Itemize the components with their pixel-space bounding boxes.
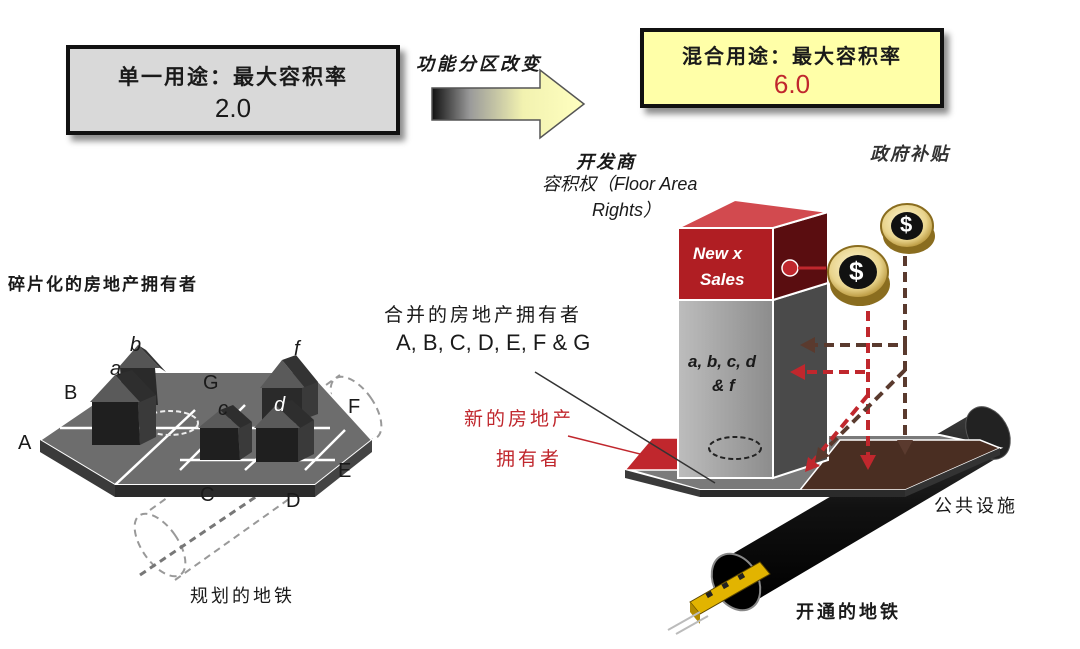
- opened-subway-label: 开通的地铁: [796, 602, 901, 623]
- merged-owners-list: A, B, C, D, E, F & G: [396, 330, 591, 355]
- parcel-label-G: G: [203, 372, 219, 394]
- public-facility-label: 公共设施: [934, 496, 1018, 517]
- tower-sign-line1: New x: [693, 244, 743, 263]
- house-label-b: b: [130, 334, 142, 356]
- fragmented-parcels-scene: [38, 345, 383, 581]
- government-subsidy-label: 政府补贴: [870, 144, 950, 165]
- single-use-far-box: 单一用途：最大容积率 2.0: [66, 45, 400, 135]
- single-use-far-title: 单一用途：最大容积率: [118, 65, 348, 89]
- parcel-label-C: C: [200, 484, 215, 506]
- developer-title: 开发商: [576, 152, 636, 173]
- parcel-label-F: F: [348, 396, 361, 418]
- developer-far-rights-2: Rights）: [592, 200, 662, 220]
- parcel-label-D: D: [286, 490, 301, 512]
- coin-small-symbol: $: [900, 212, 913, 237]
- zoning-change-arrow: [431, 68, 586, 140]
- house-c: [198, 405, 252, 460]
- tower-sign-line2: Sales: [700, 270, 745, 289]
- tower-owners-line2: & f: [712, 376, 735, 395]
- single-use-far-value: 2.0: [214, 93, 252, 123]
- house-label-f: f: [294, 338, 300, 360]
- developer-far-rights-1: 容积权（Floor Area: [542, 174, 698, 194]
- parcel-label-B: B: [64, 382, 78, 404]
- coin-large: [827, 245, 890, 306]
- house-label-d: d: [274, 394, 286, 416]
- subsidy-arrowheads: [790, 337, 913, 472]
- parcel-label-A: A: [18, 432, 32, 454]
- house-label-a: a: [110, 358, 122, 380]
- merged-development-scene: [534, 198, 1011, 635]
- tower: [677, 198, 829, 480]
- coin-small: [880, 203, 935, 254]
- fragmented-owners-label: 碎片化的房地产拥有者: [8, 275, 198, 295]
- planned-subway-label: 规划的地铁: [190, 586, 295, 607]
- mixed-use-far-title: 混合用途：最大容积率: [682, 44, 902, 68]
- mixed-use-far-value: 6.0: [773, 69, 811, 99]
- house-a: [90, 370, 156, 445]
- new-owner-label-2: 拥有者: [496, 448, 563, 470]
- coin-large-symbol: $: [849, 256, 864, 286]
- merged-owners-label: 合并的房地产拥有者: [384, 304, 583, 326]
- parcel-label-E: E: [338, 460, 352, 482]
- subsidy-arrows: [800, 240, 907, 467]
- zoning-change-label: 功能分区改变: [416, 54, 542, 75]
- new-owner-label-1: 新的房地产: [464, 408, 575, 430]
- mixed-use-far-box: 混合用途：最大容积率 6.0: [640, 28, 944, 108]
- house-f-d: [254, 355, 318, 462]
- house-label-c: c: [218, 398, 228, 420]
- tower-owners-line1: a, b, c, d: [688, 352, 757, 371]
